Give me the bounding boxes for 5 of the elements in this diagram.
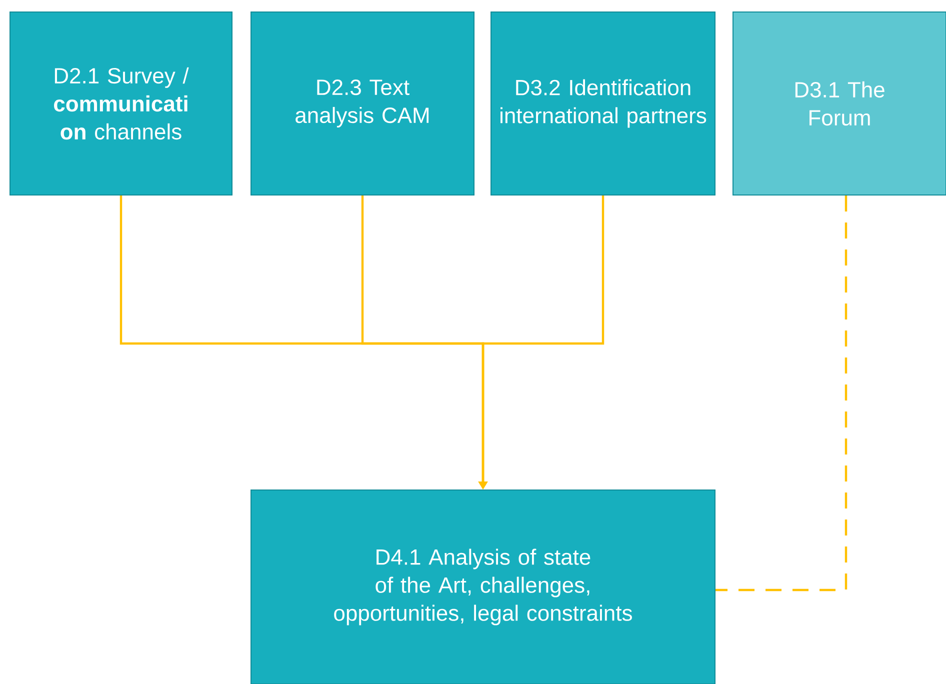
- deliverable-box: D3.2 Identification international partners: [490, 12, 716, 196]
- deliverable-box: D2.3 Text analysis CAM: [250, 12, 474, 196]
- deliverable-box: D3.1 The Forum: [732, 12, 946, 196]
- deliverable-box: D2.1 Survey / communicati on channels: [10, 12, 232, 196]
- deliverable-box: D4.1 Analysis of state of the Art, challenges, opportunities, legal constraints: [250, 490, 716, 684]
